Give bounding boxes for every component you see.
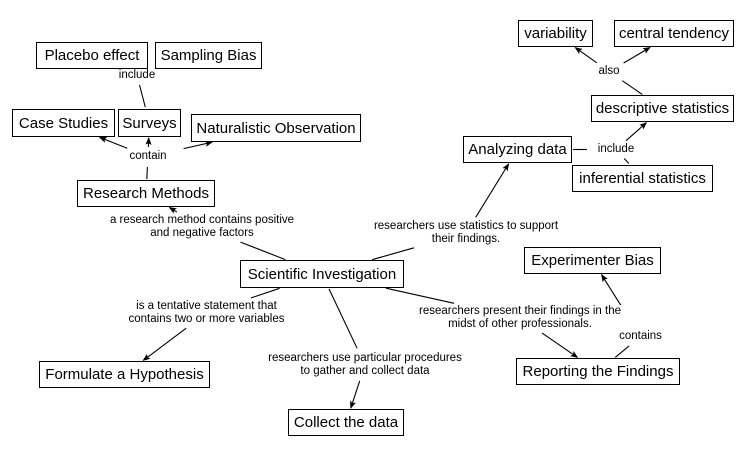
edge-use-statistics-to-analyzing [475, 163, 510, 218]
node-collect_the_data[interactable]: Collect the data [288, 409, 404, 436]
edge-label-positive_negative: a research method contains positive and … [82, 214, 322, 240]
edge-label-present_findings: researchers present their findings in th… [389, 305, 651, 331]
edge-sci-inv-to-use-statistics [371, 247, 415, 261]
edge-label-include_methods: include [101, 69, 173, 82]
node-research_methods[interactable]: Research Methods [77, 180, 215, 207]
edge-sci-inv-to-hypothesis-label [250, 287, 280, 299]
edge-reporting-to-contains [614, 345, 630, 358]
node-naturalistic_observation[interactable]: Naturalistic Observation [191, 114, 361, 142]
edge-label-use_statistics: researchers use statistics to support th… [348, 220, 584, 246]
edge-contain-to-case-studies [98, 136, 128, 149]
edge-sci-inv-to-factors [240, 241, 286, 261]
node-formulate_hypothesis[interactable]: Formulate a Hypothesis [39, 361, 210, 388]
node-central_tendency[interactable]: central tendency [614, 20, 734, 47]
node-experimenter_bias[interactable]: Experimenter Bias [524, 247, 661, 274]
node-analyzing_data[interactable]: Analyzing data [463, 136, 572, 163]
edge-label-include_stats: include [591, 143, 641, 156]
edge-procedures-to-collect [349, 380, 361, 409]
edge-research-methods-to-contain [146, 166, 148, 180]
node-inferential_statistics[interactable]: inferential statistics [572, 165, 713, 192]
edge-hypothesis-label-to-formulate [142, 327, 187, 361]
node-surveys[interactable]: Surveys [118, 109, 181, 137]
edge-include-to-surveys [138, 84, 146, 108]
edge-sci-inv-to-present-findings [385, 287, 455, 304]
edge-include-stats-to-inferential [623, 158, 630, 164]
edge-label-also_label: also [589, 65, 629, 78]
edge-label-contain_methods: contain [112, 150, 184, 163]
edge-present-findings-to-reporting [541, 332, 579, 358]
edge-descriptive-to-also [621, 80, 643, 95]
node-variability[interactable]: variability [518, 20, 593, 47]
node-placebo_effect[interactable]: Placebo effect [36, 42, 148, 69]
edge-include-stats-to-descriptive [625, 122, 648, 142]
edge-label-tentative_stmt: is a tentative statement that contains t… [105, 300, 308, 326]
node-reporting_the_findings[interactable]: Reporting the Findings [516, 358, 680, 385]
edge-label-particular_proc: researchers use particular procedures to… [244, 352, 486, 378]
node-sampling_bias[interactable]: Sampling Bias [155, 42, 262, 69]
edge-factors-to-research-methods [168, 207, 178, 214]
edge-label-contains_label: contains [613, 330, 668, 343]
node-scientific_investigation[interactable]: Scientific Investigation [240, 260, 404, 288]
edge-also-to-central-tendency [623, 47, 651, 64]
node-case_studies[interactable]: Case Studies [12, 109, 115, 137]
edge-sci-inv-to-procedures [328, 288, 358, 349]
edge-also-to-variability [574, 47, 598, 64]
edge-contain-to-naturalistic [183, 140, 213, 150]
node-descriptive_statistics[interactable]: descriptive statistics [591, 95, 734, 122]
